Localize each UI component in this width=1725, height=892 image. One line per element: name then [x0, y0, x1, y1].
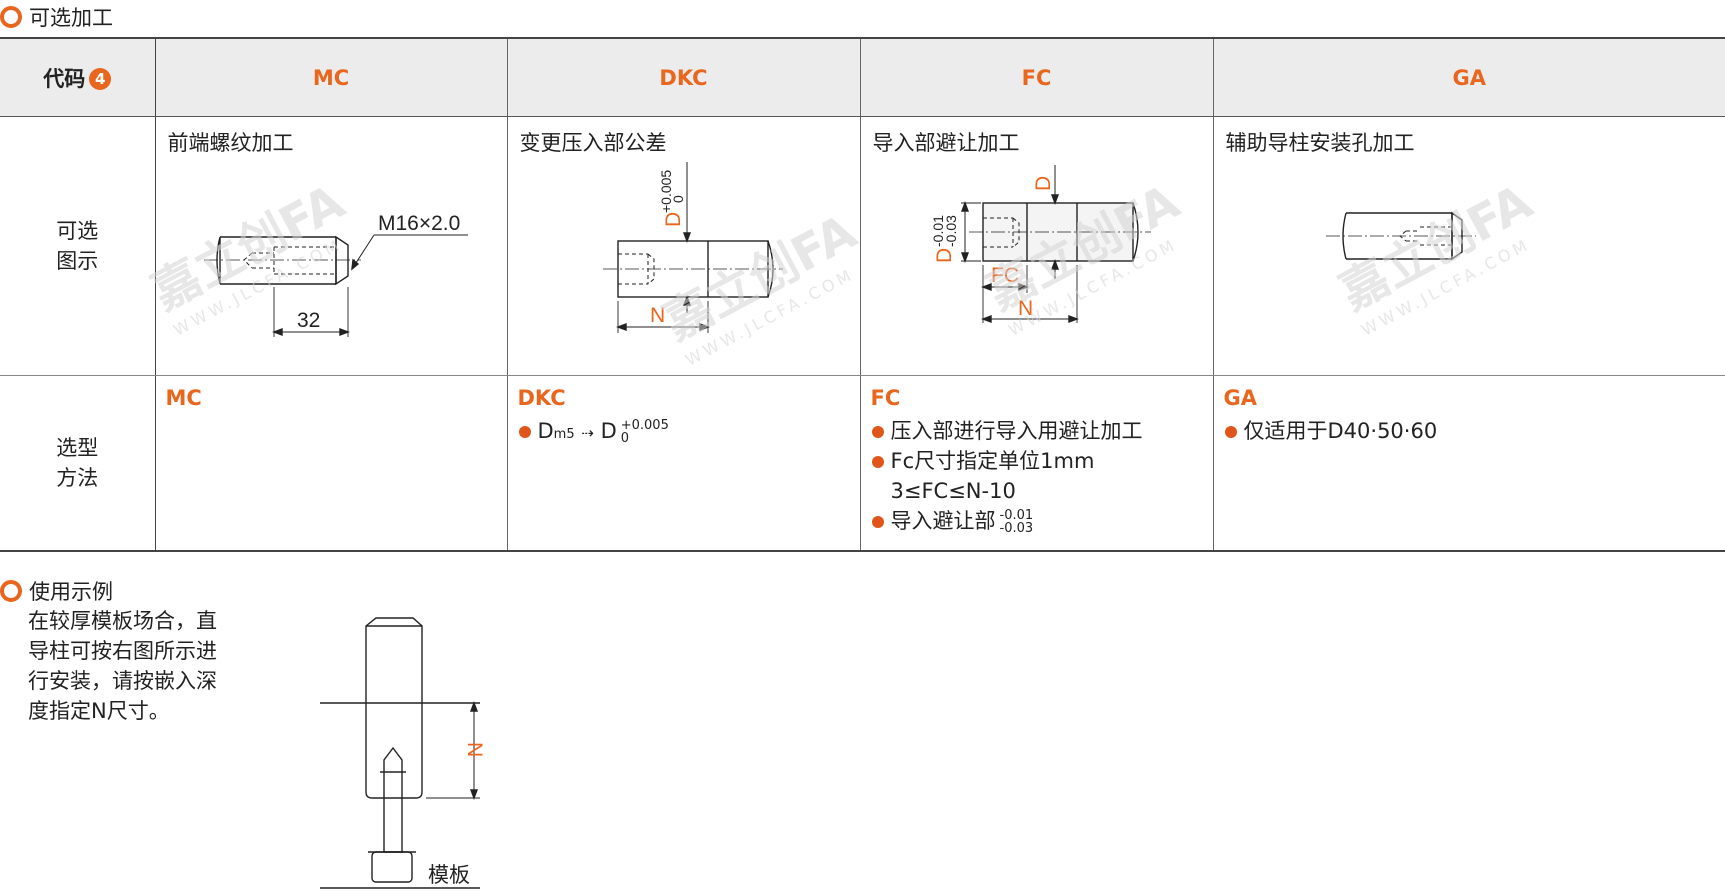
figure-title: 辅助导柱安装孔加工	[1225, 131, 1415, 155]
usage-plate-label: 模板	[428, 864, 470, 887]
select-code: GA	[1223, 386, 1258, 410]
ga-drawing	[1325, 211, 1476, 261]
code-label: GA	[1452, 65, 1487, 90]
dkc-tol-lower: 0	[670, 195, 686, 203]
row-label-select: 选型 方法	[0, 375, 156, 552]
dashed-arrow-icon: ⇢	[581, 424, 594, 442]
code-label: MC	[312, 65, 350, 90]
fc-fc-label: FC	[991, 264, 1019, 287]
tol-lower: 0	[620, 431, 630, 446]
figure-title: 导入部避让加工	[872, 131, 1020, 155]
fc-tol-lower: -0.03	[943, 215, 959, 247]
tol-upper: -0.01	[999, 508, 1034, 523]
header-dkc: DKC	[506, 37, 860, 117]
list-item: 仅适用于D40·50·60	[1224, 416, 1438, 446]
dkc-d-label: D	[662, 212, 685, 227]
dkc-drawing: D +0.005 0 N	[602, 162, 783, 333]
bullet-text: 仅适用于D40·50·60	[1243, 419, 1438, 443]
usage-description: 在较厚模板场合，直 导柱可按右图所示进 行安装，请按嵌入深 度指定N尺寸。	[28, 609, 217, 723]
select-cell-mc: MC	[154, 375, 507, 552]
section-title-options: 可选加工	[0, 2, 113, 32]
tol-upper: +0.005	[620, 418, 669, 433]
figure-cell-dkc: 变更压入部公差	[506, 116, 865, 376]
dkc-n-label: N	[650, 304, 665, 327]
select-bullets: 压入部进行导入用避让加工 Fc尺寸指定单位1mm 3≤FC≤N-10 导入避让部…	[871, 416, 1143, 536]
list-item: 导入避让部-0.01-0.03	[871, 506, 1143, 536]
select-cell-ga: GA 仅适用于D40·50·60	[1212, 375, 1725, 552]
bullet-text: 压入部进行导入用避让加工	[890, 419, 1143, 443]
section-ring-icon	[0, 6, 22, 28]
section-title-text: 使用示例	[29, 580, 113, 604]
mc-dim-label: 32	[297, 309, 320, 332]
dkc-sub: m5	[553, 427, 575, 442]
row-label-figure: 可选 图示	[0, 116, 156, 376]
dkc-tol-upper: +0.005	[658, 170, 674, 213]
fc-drawing: D D -0.01 -0.03 FC N	[930, 165, 1151, 324]
usage-drawing: N 模板	[320, 617, 486, 889]
list-item: Fc尺寸指定单位1mm 3≤FC≤N-10	[871, 446, 1143, 506]
figure-cell-fc: 导入部避让加工	[859, 116, 1213, 376]
select-code: FC	[870, 386, 901, 410]
figure-row: 可选 图示 前端螺纹加工	[0, 116, 1725, 376]
figure-title: 前端螺纹加工	[167, 131, 294, 155]
dkc-main: D	[537, 419, 554, 443]
header-ga: GA	[1212, 37, 1725, 117]
row-label-figure-text: 可选 图示	[56, 219, 99, 273]
tol-lower: -0.03	[999, 521, 1034, 536]
select-cell-fc: FC 压入部进行导入用避让加工 Fc尺寸指定单位1mm 3≤FC≤N-10 导入…	[859, 375, 1213, 552]
usage-n-label: N	[463, 742, 486, 757]
section-ring-icon	[0, 580, 22, 602]
header-fc: FC	[859, 37, 1213, 117]
figure-title: 变更压入部公差	[519, 131, 667, 155]
code-label: DKC	[659, 65, 708, 90]
fc-d-side-label: D	[933, 248, 956, 263]
bullet-text: 导入避让部	[890, 509, 996, 533]
code-label: FC	[1021, 65, 1052, 90]
mc-thread-label: M16×2.0	[378, 212, 460, 235]
select-code: MC	[165, 386, 202, 410]
header-code-label: 代码	[43, 66, 86, 91]
mc-drawing: M16×2.0 32	[203, 212, 468, 337]
fc-n-label: N	[1018, 297, 1033, 320]
fc-tol-upper: -0.01	[930, 215, 946, 247]
section-title-usage: 使用示例	[0, 576, 113, 606]
list-item: 压入部进行导入用避让加工	[871, 416, 1143, 446]
row-label-select-text: 选型 方法	[56, 436, 99, 490]
header-badge: 4	[89, 67, 112, 90]
fc-d-top-label: D	[1032, 176, 1055, 191]
dkc-target: D	[600, 419, 617, 443]
bullet-text: Fc尺寸指定单位1mm 3≤FC≤N-10	[890, 449, 1095, 503]
select-bullets: 仅适用于D40·50·60	[1224, 416, 1438, 446]
select-code: DKC	[517, 386, 566, 410]
header-mc: MC	[154, 37, 507, 117]
fc-tolerance: -0.01-0.03	[1000, 509, 1034, 535]
figure-cell-mc: 前端螺纹加工	[142, 116, 507, 376]
section-title-text: 可选加工	[29, 6, 113, 30]
